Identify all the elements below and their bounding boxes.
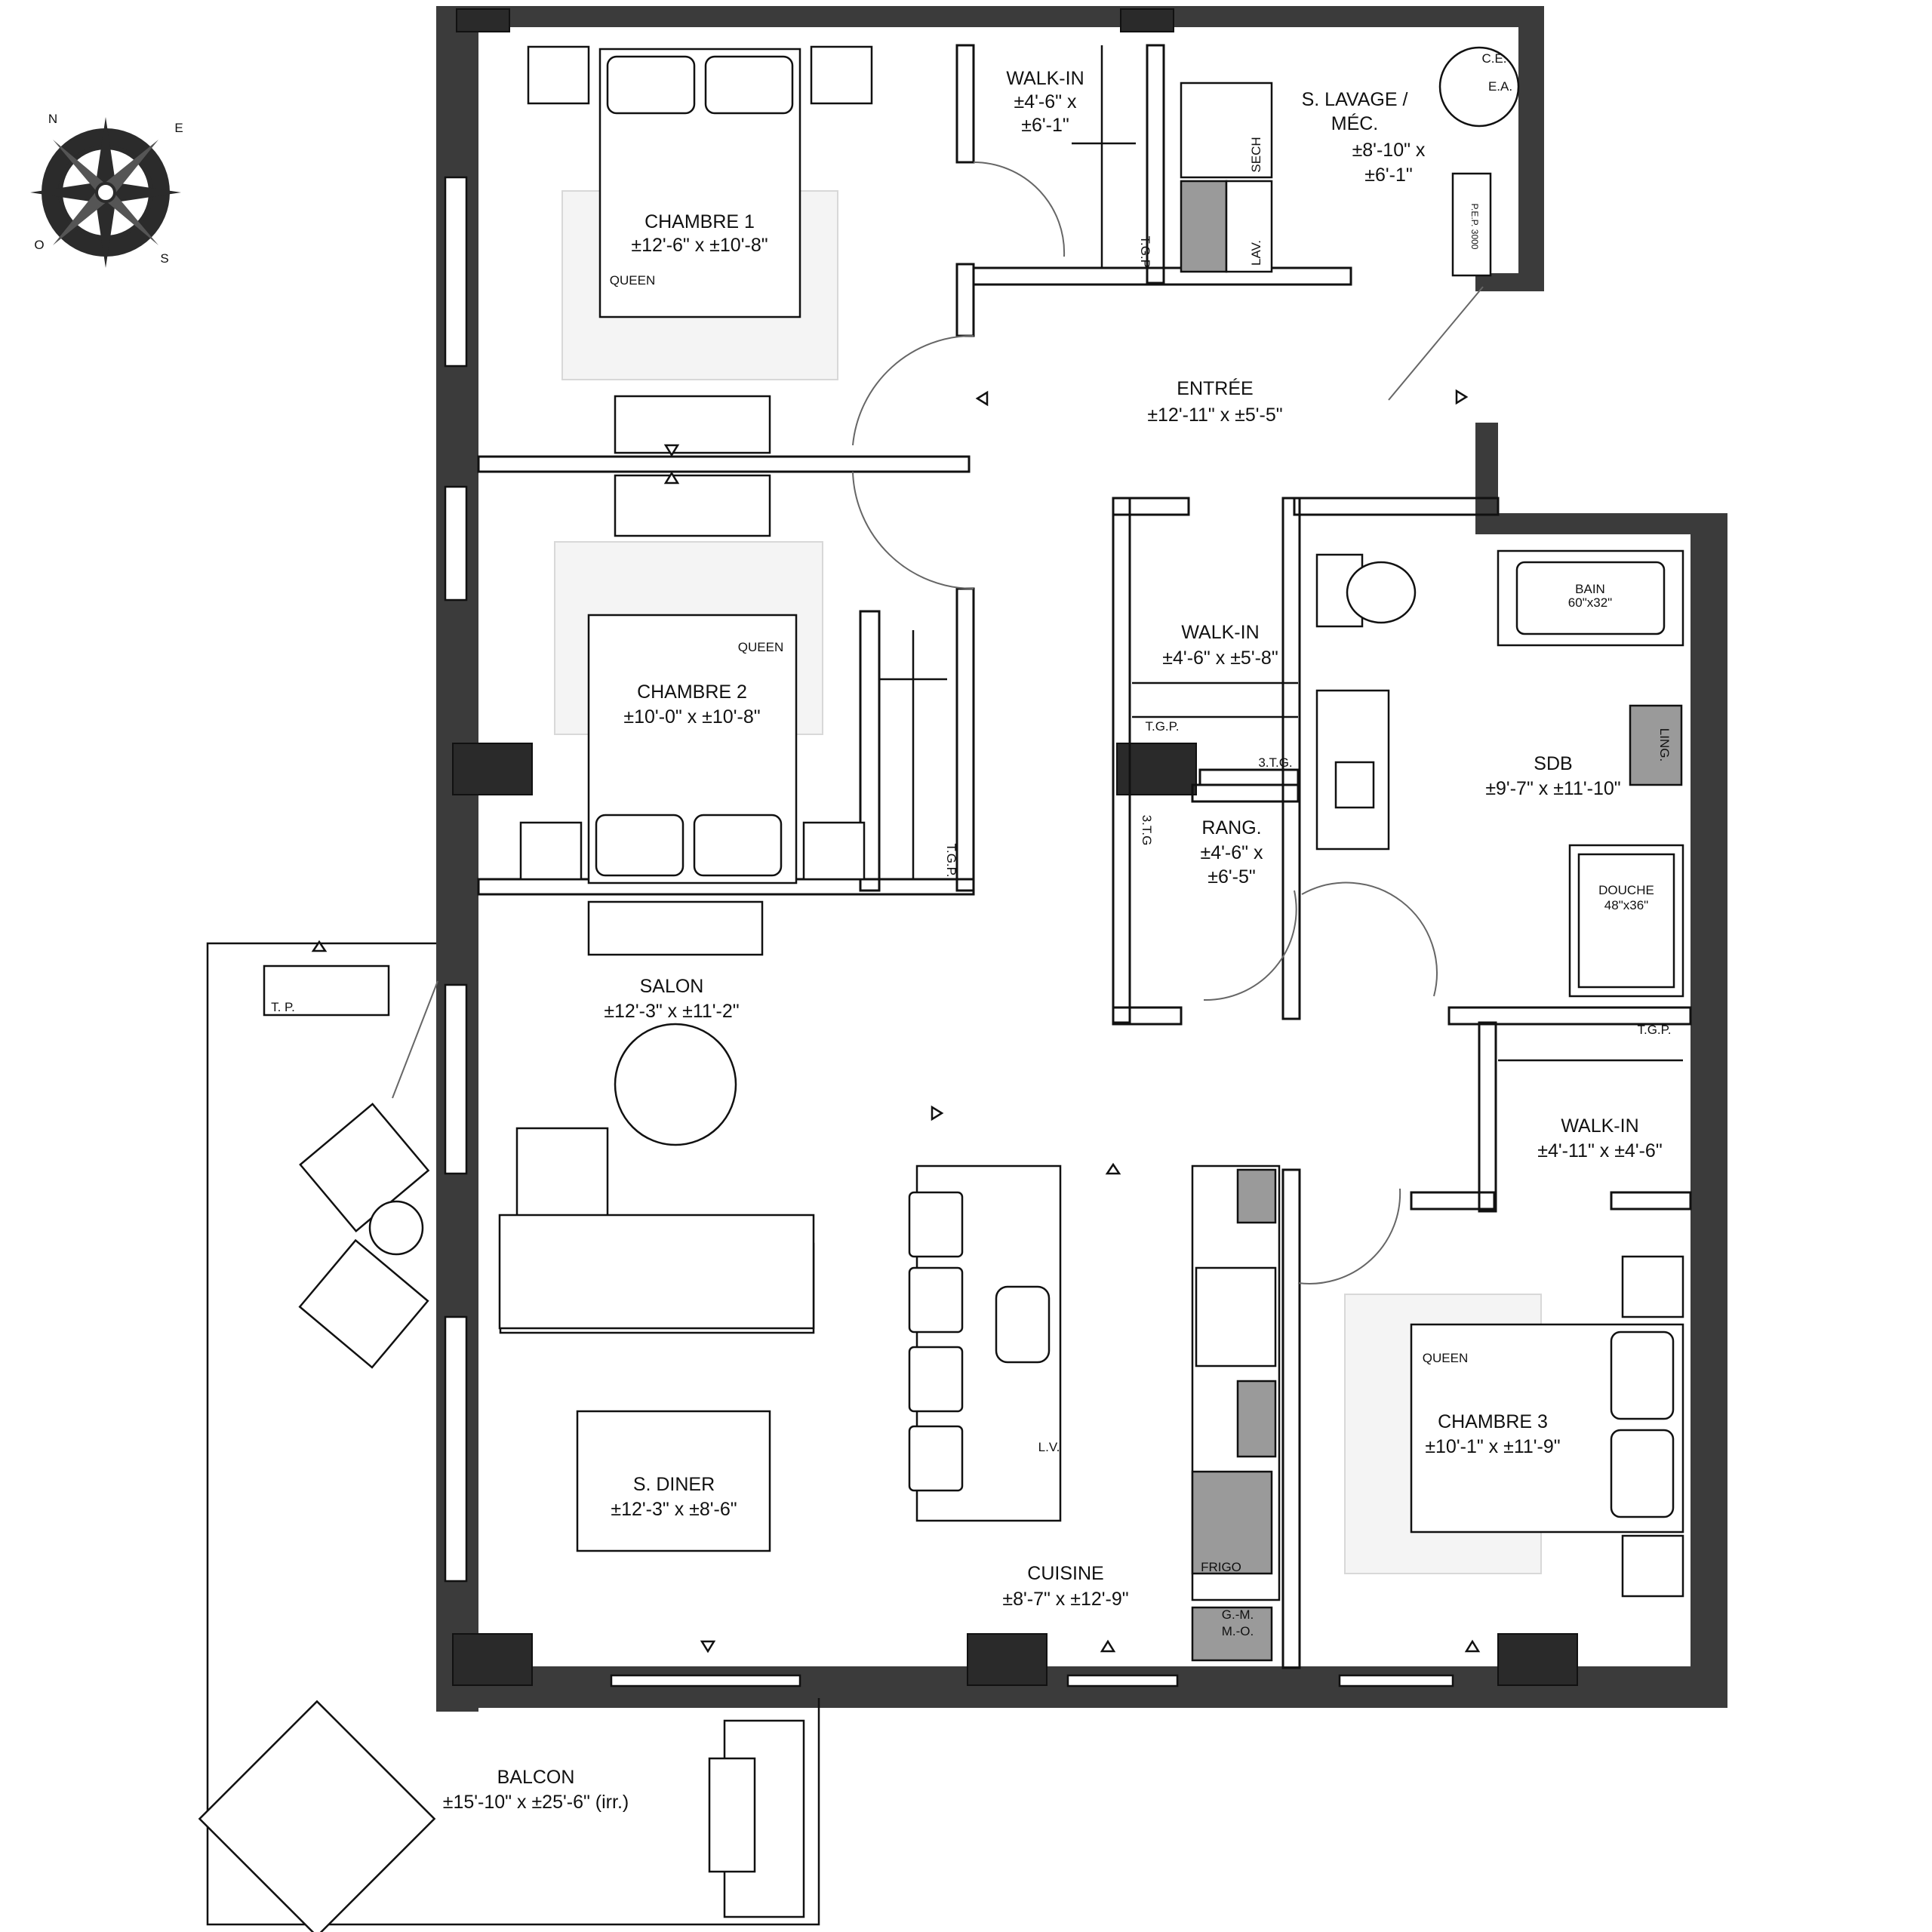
queen-label-2: QUEEN [738,640,783,654]
bed-chambre-2 [519,474,866,956]
lav-label: LAV. [1249,240,1263,266]
balcony [198,942,820,1932]
closet-walkin-2 [1132,681,1300,786]
douche-label: DOUCHE [1598,883,1654,897]
ling-label: LING. [1657,728,1672,761]
bain-size: 60"x32" [1568,595,1612,610]
balcon-dims: ±15'-10" x ±25'-6" (irr.) [443,1792,629,1813]
pep-label: P.E.P. 3000 [1469,204,1480,250]
exterior-walls [436,6,1727,1712]
compass-n: N [48,112,57,126]
tgp-label-chambre-2: T.G.P. [944,843,958,877]
entree-label: ENTRÉE [1177,377,1253,399]
cuisine-dims: ±8'-7" x ±12'-9" [1002,1589,1128,1610]
laundry-appliances [1180,46,1520,277]
chambre-3-label: CHAMBRE 3 [1438,1411,1548,1432]
walkin-1-label: WALK-IN [1006,68,1084,89]
bed-chambre-1 [527,45,873,454]
diner-label: S. DINER [633,1474,715,1495]
rang-label: RANG. [1201,817,1261,838]
lavage-label-1: S. LAVAGE / [1302,89,1408,110]
lavage-dims-2: ±6'-1" [1364,165,1413,186]
lavage-label-2: MÉC. [1331,112,1379,134]
diner-dims: ±12'-3" x ±8'-6" [611,1499,737,1520]
chambre-2-dims: ±10'-0" x ±10'-8" [623,706,760,728]
circulation-arrows [311,389,1481,1654]
chambre-2-label: CHAMBRE 2 [637,681,747,703]
mo-label: M.-O. [1222,1624,1254,1638]
closet-walkin-1 [1072,45,1136,268]
compass-rose-icon [30,117,181,268]
lv-label: L.V. [1038,1440,1060,1454]
rang-dims-1: ±4'-6" x [1201,842,1263,863]
living-furniture [498,1023,1062,1552]
sdb-dims: ±9'-7" x ±11'-10" [1485,778,1620,799]
compass-o: O [34,238,44,252]
gm-label: G.-M. [1222,1607,1254,1622]
tg3-label: 3.T.G. [1258,755,1292,770]
queen-label-3: QUEEN [1423,1351,1468,1365]
chambre-3-dims: ±10'-1" x ±11'-9" [1425,1436,1560,1457]
tp-label: T. P. [271,1000,295,1014]
tgp-label-walkin-2: T.G.P. [1145,719,1179,734]
tg3v-label: 3.T.G [1140,815,1154,846]
sdb-label: SDB [1534,753,1572,774]
douche-size: 48"x36" [1604,898,1648,912]
ea-label: E.A. [1488,79,1512,94]
chambre-1-label: CHAMBRE 1 [645,211,755,232]
closet-chambre-2 [879,630,947,879]
door-swings [392,161,1484,1284]
walkin-2-label: WALK-IN [1181,622,1259,643]
walkin-3-label: WALK-IN [1561,1115,1638,1137]
rang-dims-2: ±6'-5" [1208,866,1256,888]
cuisine-label: CUISINE [1027,1563,1103,1584]
walkin-1-dims-2: ±6'-1" [1021,115,1069,136]
frigo-label: FRIGO [1201,1560,1241,1574]
bain-label: BAIN [1575,582,1605,596]
kitchen-counter [1191,1164,1281,1662]
compass-e: E [174,121,183,135]
sech-label: SECH [1249,137,1263,172]
windows [444,176,1454,1687]
balcon-label: BALCON [497,1767,575,1788]
walkin-1-dims-1: ±4'-6" x [1014,91,1077,112]
bed-chambre-3 [1410,1255,1684,1598]
chambre-1-dims: ±12'-6" x ±10'-8" [631,235,768,256]
bathroom-fixtures [1315,549,1684,998]
salon-dims: ±12'-3" x ±11'-2" [604,1001,739,1022]
compass-s: S [160,251,168,266]
tgp-label-walkin-3: T.G.P. [1637,1023,1671,1037]
ce-label: C.E. [1481,51,1506,66]
walkin-3-dims: ±4'-11" x ±4'-6" [1537,1140,1662,1161]
tgp-label-walkin-1: T.G.P. [1138,235,1152,269]
queen-label-1: QUEEN [610,273,655,288]
entree-dims: ±12'-11" x ±5'-5" [1147,405,1282,426]
salon-label: SALON [640,976,704,997]
lavage-dims-1: ±8'-10" x [1352,140,1426,161]
walkin-2-dims: ±4'-6" x ±5'-8" [1162,648,1278,669]
interior-walls [477,44,1692,1669]
